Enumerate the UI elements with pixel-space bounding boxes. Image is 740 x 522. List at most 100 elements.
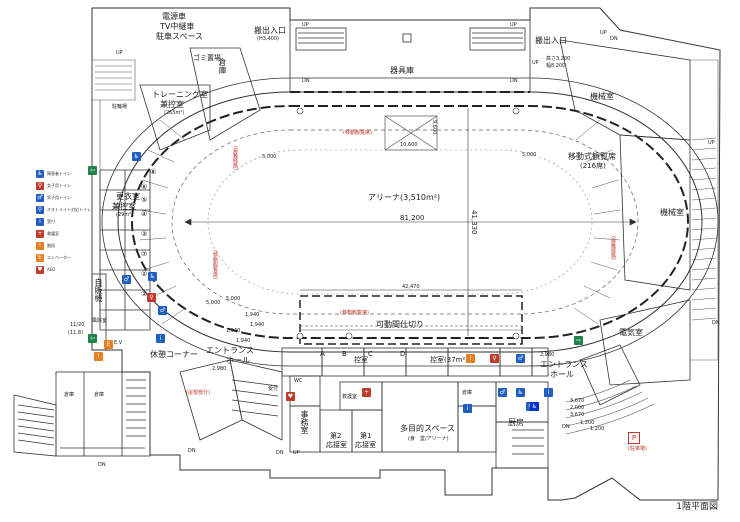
label-control-room: 控室 — [354, 356, 368, 364]
note-kg2: (11.8) — [68, 330, 84, 336]
stairs-up-5: UP — [600, 30, 607, 36]
stairs-dn-7: DN — [276, 450, 284, 456]
label-reception-2: 第2 — [330, 432, 342, 440]
label-training-area: (265m²) — [164, 110, 185, 116]
dim-small-1: 5,000 — [262, 154, 277, 160]
dim-small-15: 1,200 — [590, 426, 605, 432]
label-reception-1: 第1 — [360, 432, 372, 440]
ring-spokes — [139, 119, 621, 325]
aed-icon: ♥ — [36, 265, 44, 274]
information-icon: i — [36, 217, 44, 226]
accessible-wc-icon: ♿ — [36, 169, 44, 178]
label-self-service: 自販機 — [94, 278, 103, 302]
exit-icon: ⇨ — [574, 336, 583, 345]
note-vertical-right: (避難経路) — [610, 236, 616, 260]
label-warehouse-left: 倉庫 — [94, 392, 105, 398]
legend-label: 階段 — [47, 243, 55, 248]
room-number-5: ⑤ — [141, 196, 148, 204]
dim-small-12: 2,000 — [570, 405, 585, 411]
stage-box — [299, 115, 523, 345]
label-entrance-lobby: 風除室 — [92, 318, 108, 324]
ostomate-wc-icon: ⚲ — [36, 205, 44, 214]
legend-item: ♂ 男子用トイレ — [36, 192, 84, 203]
accessible-wc-icon: ♿ — [516, 388, 525, 397]
stairs-up-6: UP — [708, 140, 715, 146]
stairs-dn-5: DN — [98, 462, 106, 468]
right-seating — [690, 59, 719, 361]
label-carry-in-left: 搬出入口 — [254, 26, 286, 35]
dim-small-3: 5,000 — [206, 300, 221, 306]
information-icon: i — [156, 334, 165, 343]
dim-small-13: 3,670 — [570, 412, 585, 418]
label-training-sub: 兼控室 — [160, 100, 184, 109]
dim-small-9: 2,980 — [212, 366, 227, 372]
stairs-up-7: UP — [293, 450, 300, 456]
note-parking: (駐車場) — [628, 446, 647, 452]
legend-item: ♀ 女子用トイレ — [36, 180, 84, 191]
label-multi-space: 多目的スペース — [400, 424, 456, 433]
legend-item: ⚲ オストメイト対応トイレ — [36, 204, 91, 215]
label-machine-room-upper: 機械室 — [590, 92, 614, 101]
equipment-storage — [289, 19, 531, 93]
label-bicycle: 駐輪場 — [112, 104, 128, 110]
label-first-aid: 救護室 — [342, 394, 358, 400]
legend-item: + 救護室 — [36, 228, 84, 239]
womens-wc-icon: ♀ — [36, 181, 44, 190]
dim-small-14: 1,200 — [580, 420, 595, 426]
legend-item: ♿ 障害者トイレ — [36, 168, 84, 179]
stairs-dn-4: DN — [712, 320, 720, 326]
room-number-7: ⑦ — [141, 250, 148, 258]
floor-title: 1階平面図 — [676, 502, 718, 512]
dim-small-6: 1,940 — [250, 322, 265, 328]
training-block — [139, 47, 261, 151]
label-carry-in-right: 搬出入口 — [535, 36, 567, 45]
dim-lower: 42,470 — [402, 284, 420, 290]
stairs-icon: ! — [36, 241, 44, 250]
womens-wc-icon: ♀ — [490, 354, 499, 363]
label-ev: E.V — [114, 340, 123, 346]
legend: ♿ 障害者トイレ ♀ 女子用トイレ ♂ 男子用トイレ ⚲ オストメイト対応トイレ… — [36, 168, 91, 276]
label-entrance-hall-left2: ホール — [226, 356, 250, 365]
stairs-up-1: UP — [116, 50, 123, 56]
label-entrance-hall-left: エントランス — [206, 346, 254, 355]
stairs-icon: ! — [94, 352, 103, 361]
legend-label: AED — [47, 267, 56, 272]
stairs-dn-1: DN — [302, 78, 310, 84]
dimension-lines — [184, 108, 637, 336]
label-storage-small: 倉庫 — [462, 390, 473, 396]
right-lower-stairs — [565, 379, 655, 435]
label-parking-space: 駐車スペース — [156, 32, 204, 41]
stairs-up-4: UP — [532, 60, 539, 66]
room-number-6: ⑥ — [141, 183, 148, 191]
legend-item: ! 階段 — [36, 240, 84, 251]
label-warehouse: 倉庫 — [218, 58, 227, 74]
note-red-top: (移動観覧席) — [343, 130, 372, 136]
stairs-dn-3: DN — [610, 36, 618, 42]
column-markers — [296, 107, 520, 340]
stairs-dn-6: DN — [188, 448, 196, 454]
label-equipment-storage: 器具庫 — [390, 66, 414, 75]
label-entrance-hall-right: エントランス — [540, 360, 588, 369]
room-number-4: ④ — [141, 210, 148, 218]
arena-rings — [101, 77, 719, 367]
legend-item: ♥ AED — [36, 264, 84, 275]
stairs-dn-8: DN — [562, 424, 570, 430]
stairs-icon: ! — [466, 354, 475, 363]
womens-wc-icon: ♀ — [147, 293, 156, 302]
exit-icon: ⇦ — [88, 166, 97, 175]
label-multi-space-sub: (食 堂/アリーナ) — [408, 436, 449, 442]
label-tool-storage: ゴミ置場 — [193, 54, 221, 62]
accessible-wc-icon: ♿ — [132, 152, 141, 161]
label-wc-note: WC — [294, 378, 303, 384]
stairs-dn-2: DN — [510, 78, 518, 84]
label-power-car: 電源車 — [162, 12, 186, 21]
stairs-up-3: UP — [510, 22, 517, 28]
legend-label: 男子用トイレ — [47, 195, 71, 200]
right-rooms — [559, 39, 691, 406]
legend-label: 女子用トイレ — [47, 183, 71, 188]
note-red-mid: (移動観覧席) — [212, 250, 218, 279]
label-storage-left: 倉庫 — [64, 392, 75, 398]
dim-small-10: 2,980 — [540, 352, 555, 358]
first-aid-icon: + — [362, 388, 371, 397]
